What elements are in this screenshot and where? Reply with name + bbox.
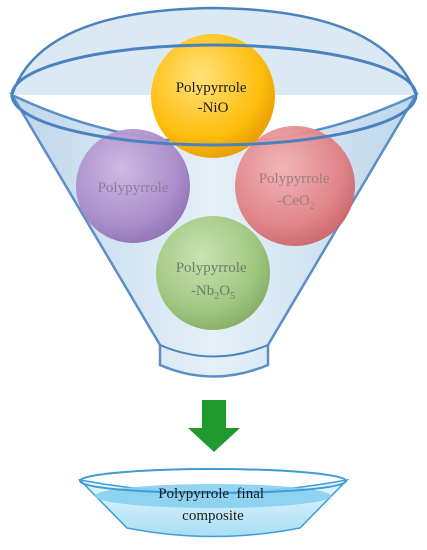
circle-polypyrrole-nb2o5	[156, 216, 270, 330]
nio-label: Polypyrrole -NiO	[176, 80, 251, 116]
nb2o5-label: Polypyrrole -Nb2O5	[176, 260, 251, 302]
result-bowl-rim	[79, 468, 347, 494]
result-label: Polypyrrole final composite	[158, 486, 268, 524]
ceo2-label: Polypyrrole -CeO2	[259, 171, 334, 212]
circle-polypyrrole-nio	[151, 34, 275, 158]
result-bowl-liquid	[95, 484, 331, 508]
plain-label: Polypyrrole	[98, 180, 169, 196]
down-arrow-icon	[188, 400, 240, 452]
circle-polypyrrole-ceo2	[235, 126, 355, 246]
funnel-spout	[159, 344, 269, 358]
circle-polypyrrole-plain	[76, 129, 190, 243]
funnel-rim	[10, 43, 418, 147]
